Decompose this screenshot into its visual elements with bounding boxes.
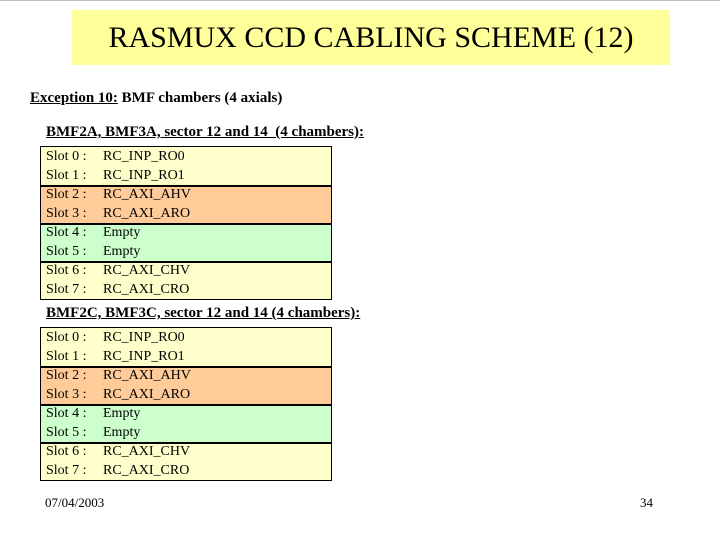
slot-value: Empty	[103, 244, 141, 259]
table-row: Slot 1 : RC_INP_RO1	[41, 347, 331, 366]
slot-value: RC_AXI_CRO	[103, 463, 190, 478]
exception-line: Exception 10: BMF chambers (4 axials)	[30, 90, 282, 107]
slot-label: Slot 1 :	[46, 349, 87, 364]
slot-label: Slot 1 :	[46, 168, 87, 183]
slot-label: Slot 2 :	[46, 187, 87, 202]
section-header-bmf2a: BMF2A, BMF3A, sector 12 and 14 (4 chambe…	[46, 124, 365, 140]
slot-value: RC_AXI_CRO	[103, 282, 190, 297]
exception-text: BMF chambers (4 axials)	[117, 90, 283, 106]
table-row: Slot 3 : RC_AXI_ARO	[41, 204, 331, 223]
slot-value: RC_INP_RO1	[103, 168, 185, 183]
table-row: Slot 2 : RC_AXI_AHV	[41, 366, 331, 385]
slot-label: Slot 3 :	[46, 206, 87, 221]
slot-label: Slot 7 :	[46, 282, 87, 297]
footer-page-number: 34	[640, 495, 653, 510]
slot-value: RC_AXI_AHV	[103, 368, 191, 383]
slot-value: RC_AXI_ARO	[103, 387, 191, 402]
slot-label: Slot 0 :	[46, 330, 87, 345]
table-row: Slot 0 : RC_INP_RO0	[41, 147, 331, 166]
table-row: Slot 7 : RC_AXI_CRO	[41, 280, 331, 299]
exception-label: Exception 10:	[30, 90, 118, 106]
table-row: Slot 6 : RC_AXI_CHV	[41, 442, 331, 461]
slot-table-bmf2a: Slot 0 : RC_INP_RO0 Slot 1 : RC_INP_RO1 …	[40, 146, 332, 300]
table-row: Slot 0 : RC_INP_RO0	[41, 328, 331, 347]
slot-value: RC_AXI_ARO	[103, 206, 191, 221]
slot-value: RC_INP_RO0	[103, 149, 185, 164]
slot-label: Slot 5 :	[46, 425, 87, 440]
slot-value: RC_INP_RO0	[103, 330, 185, 345]
title-banner: RASMUX CCD CABLING SCHEME (12)	[72, 10, 670, 65]
section-header-bmf2c: BMF2C, BMF3C, sector 12 and 14 (4 chambe…	[46, 305, 361, 321]
table-row: Slot 1 : RC_INP_RO1	[41, 166, 331, 185]
slot-label: Slot 2 :	[46, 368, 87, 383]
page-title: RASMUX CCD CABLING SCHEME (12)	[108, 20, 634, 54]
slot-value: RC_INP_RO1	[103, 349, 185, 364]
slot-label: Slot 7 :	[46, 463, 87, 478]
slot-label: Slot 6 :	[46, 263, 87, 278]
table-row: Slot 6 : RC_AXI_CHV	[41, 261, 331, 280]
slot-value: RC_AXI_CHV	[103, 444, 191, 459]
table-row: Slot 3 : RC_AXI_ARO	[41, 385, 331, 404]
slot-value: Empty	[103, 425, 141, 440]
footer-date: 07/04/2003	[45, 495, 105, 510]
screenshot-top-edge	[0, 0, 720, 1]
slot-label: Slot 6 :	[46, 444, 87, 459]
table-row: Slot 4 : Empty	[41, 223, 331, 242]
slot-label: Slot 5 :	[46, 244, 87, 259]
table-row: Slot 2 : RC_AXI_AHV	[41, 185, 331, 204]
slot-value: Empty	[103, 406, 141, 421]
table-row: Slot 5 : Empty	[41, 242, 331, 261]
slot-label: Slot 4 :	[46, 406, 87, 421]
slot-value: Empty	[103, 225, 141, 240]
table-row: Slot 7 : RC_AXI_CRO	[41, 461, 331, 480]
table-row: Slot 5 : Empty	[41, 423, 331, 442]
slot-value: RC_AXI_CHV	[103, 263, 191, 278]
slot-label: Slot 3 :	[46, 387, 87, 402]
slot-table-bmf2c: Slot 0 : RC_INP_RO0 Slot 1 : RC_INP_RO1 …	[40, 327, 332, 481]
slot-label: Slot 4 :	[46, 225, 87, 240]
slot-label: Slot 0 :	[46, 149, 87, 164]
table-row: Slot 4 : Empty	[41, 404, 331, 423]
slot-value: RC_AXI_AHV	[103, 187, 191, 202]
